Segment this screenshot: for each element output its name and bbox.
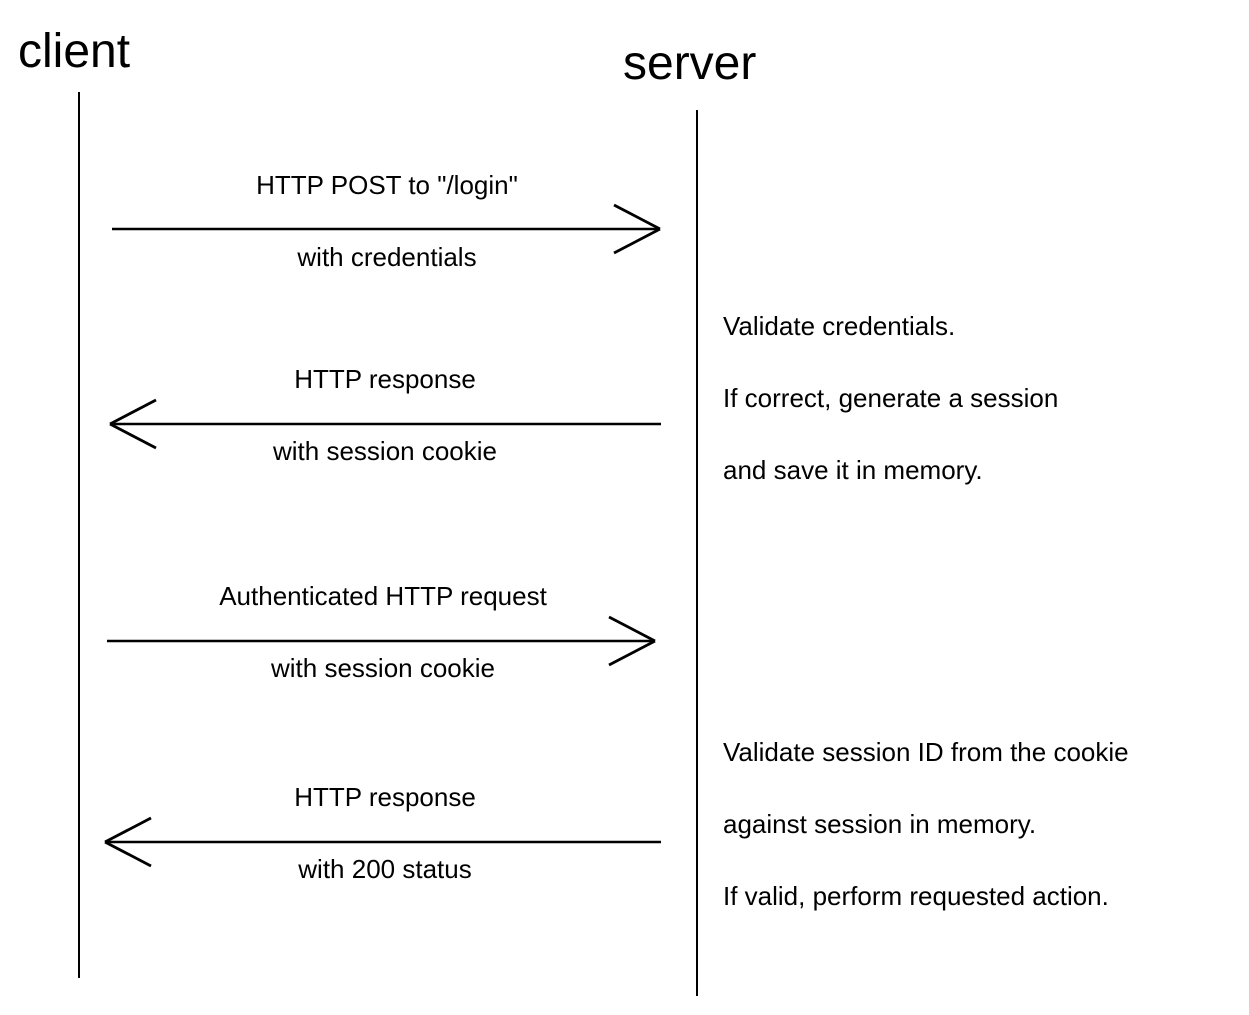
message-label-3-line2: with session cookie (271, 653, 495, 683)
lifeline-server (696, 110, 698, 996)
server-note-1-line2: If correct, generate a session (723, 383, 1059, 413)
server-note-2-line2: against session in memory. (723, 809, 1037, 839)
participant-label-server: server (623, 37, 757, 90)
message-label-2-line2: with session cookie (273, 436, 497, 466)
message-label-4-line2: with 200 status (298, 854, 472, 884)
message-label-3: Authenticated HTTP request with session … (108, 542, 658, 722)
message-label-1: HTTP POST to "/login" with credentials (112, 131, 662, 311)
message-label-4: HTTP response with 200 status (110, 743, 660, 923)
participant-label-client: client (18, 25, 131, 78)
message-label-1-line1: HTTP POST to "/login" (256, 170, 518, 200)
server-note-2: Validate session ID from the cookie agai… (723, 698, 1249, 950)
message-label-2: HTTP response with session cookie (110, 325, 660, 505)
server-note-2-line3: If valid, perform requested action. (723, 881, 1109, 911)
server-note-1-line1: Validate credentials. (723, 311, 956, 341)
server-note-1-line3: and save it in memory. (723, 455, 983, 485)
lifeline-client (78, 92, 80, 978)
message-label-1-line2: with credentials (297, 242, 477, 272)
server-note-1: Validate credentials. If correct, genera… (723, 272, 1243, 524)
message-label-2-line1: HTTP response (294, 364, 476, 394)
message-label-4-line1: HTTP response (294, 782, 476, 812)
server-note-2-line1: Validate session ID from the cookie (723, 737, 1129, 767)
message-label-3-line1: Authenticated HTTP request (219, 581, 547, 611)
